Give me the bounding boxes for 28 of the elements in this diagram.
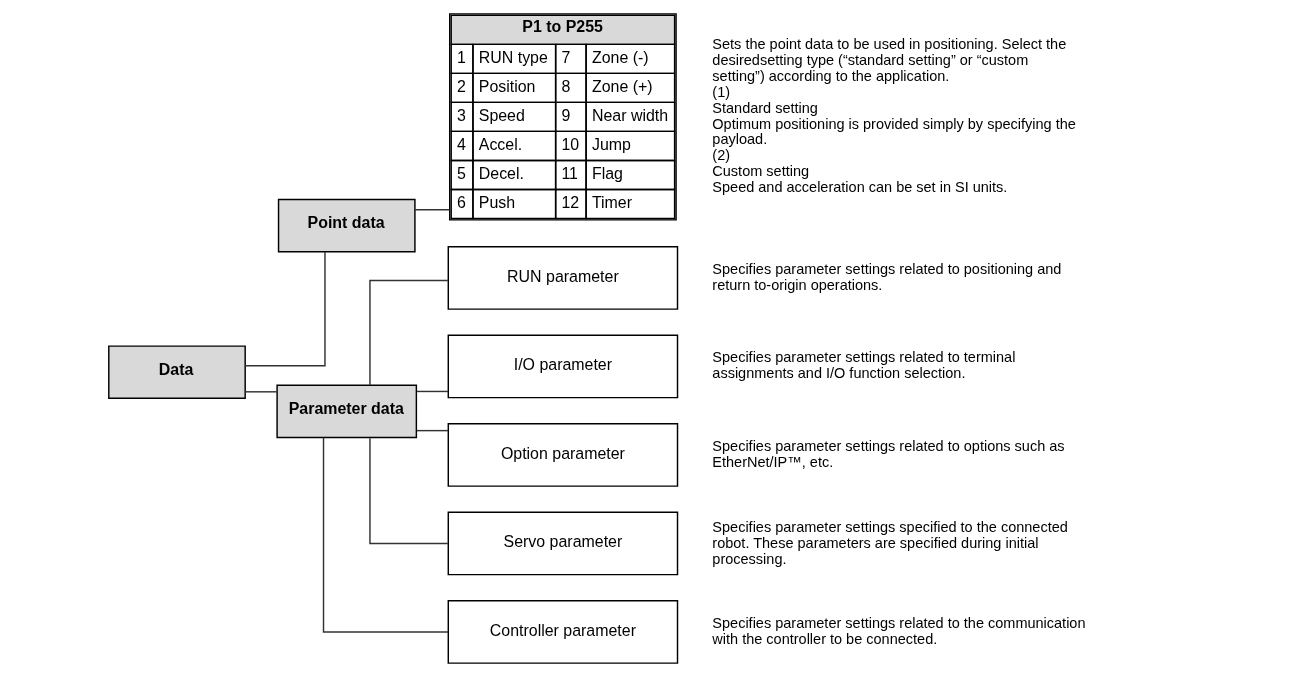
- node-box: Servo parameter: [447, 511, 678, 576]
- node-label: Sets the point data to be used in positioning. Select the desiredsetting type (“standard setting” or “custom setting”) according to the application.: [711, 35, 1066, 84]
- node-label: Specifies parameter settings related to positioning and return to-origin operations.: [711, 260, 1061, 293]
- connector: [244, 391, 278, 393]
- node-label: (1): [711, 83, 730, 100]
- connector: [368, 437, 449, 545]
- connector: [413, 209, 450, 211]
- node-label: Specifies parameter settings related to the communication with the controller to be connected.: [711, 614, 1086, 647]
- node-box: Controller parameter: [447, 600, 678, 664]
- node-label: Optimum positioning is provided simply by specifying the payload.: [711, 115, 1076, 148]
- node-label: Speed and acceleration can be set in SI units.: [711, 179, 1007, 196]
- node-box: Point data: [277, 198, 416, 253]
- node-label: Standard setting: [711, 99, 818, 116]
- connector: [368, 279, 449, 386]
- node-box: Option parameter: [447, 423, 678, 487]
- node-box: RUN parameter: [447, 246, 678, 310]
- connector: [244, 251, 326, 367]
- node-label: Custom setting: [711, 163, 809, 180]
- node-label: (2): [711, 147, 730, 164]
- node-box: Parameter data: [275, 384, 417, 439]
- connector: [322, 436, 449, 633]
- node-label: Specifies parameter settings related to terminal assignments and I/O function selection.: [711, 349, 1015, 382]
- connector: [415, 429, 449, 432]
- node-box: I/O parameter: [447, 334, 678, 399]
- node-box: Data: [107, 345, 246, 400]
- node-label: Specifies parameter settings related to options such as EtherNet/IP™, etc.: [711, 437, 1065, 470]
- connector: [415, 390, 449, 393]
- node-label: Specifies parameter settings specified to the connected robot. These parameters are specified during initial processing.: [711, 518, 1068, 567]
